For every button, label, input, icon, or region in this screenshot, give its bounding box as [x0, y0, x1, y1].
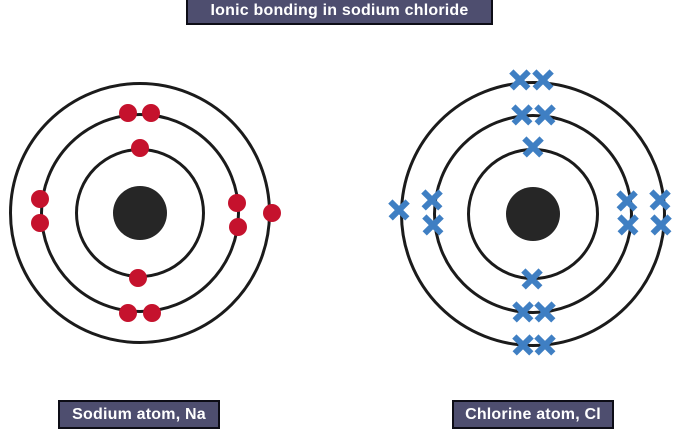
sodium-nucleus	[113, 186, 167, 240]
chlorine-electron-cross	[650, 190, 670, 210]
chlorine-electron-cross	[651, 215, 671, 235]
chlorine-electron-cross	[533, 70, 553, 90]
sodium-electron-dot	[229, 218, 247, 236]
chlorine-electron-cross	[523, 137, 543, 157]
chlorine-electron-cross	[535, 335, 555, 355]
sodium-electron-dot	[31, 190, 49, 208]
chlorine-electron-cross	[422, 190, 442, 210]
chlorine-electron-cross	[389, 200, 409, 220]
chlorine-electron-cross	[522, 269, 542, 289]
chlorine-electron-cross	[510, 70, 530, 90]
chlorine-electron-cross	[513, 302, 533, 322]
title-banner: Ionic bonding in sodium chloride	[186, 0, 493, 25]
chlorine-electron-cross	[512, 105, 532, 125]
sodium-atom-label: Sodium atom, Na	[58, 400, 220, 429]
chlorine-electron-cross	[535, 302, 555, 322]
chlorine-electron-cross	[535, 105, 555, 125]
sodium-electron-dot	[228, 194, 246, 212]
chlorine-electron-cross	[423, 215, 443, 235]
chlorine-electron-cross	[617, 191, 637, 211]
chlorine-nucleus	[506, 187, 560, 241]
sodium-electron-dot	[142, 104, 160, 122]
sodium-electron-dot	[263, 204, 281, 222]
sodium-electron-dot	[119, 304, 137, 322]
sodium-electron-dot	[129, 269, 147, 287]
sodium-electron-dot	[31, 214, 49, 232]
sodium-electron-dot	[119, 104, 137, 122]
chlorine-electron-cross	[618, 215, 638, 235]
sodium-electron-dot	[143, 304, 161, 322]
chlorine-atom-label: Chlorine atom, Cl	[452, 400, 614, 429]
chlorine-electron-cross	[513, 335, 533, 355]
sodium-electron-dot	[131, 139, 149, 157]
